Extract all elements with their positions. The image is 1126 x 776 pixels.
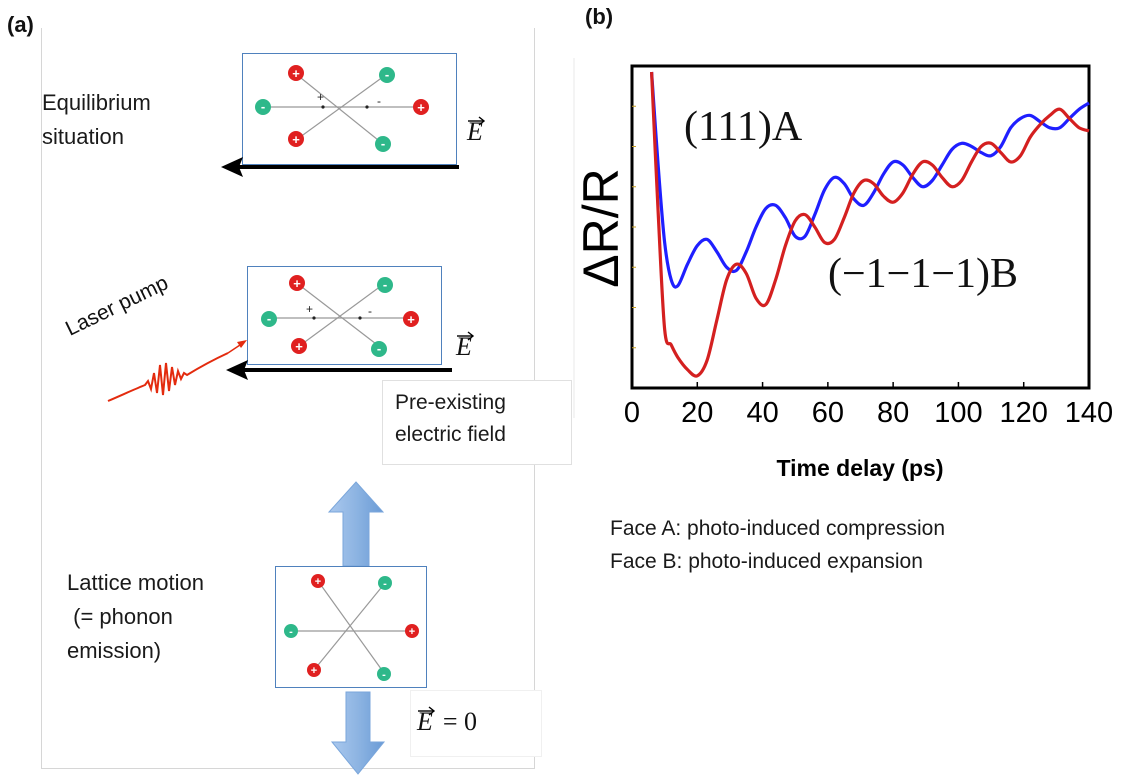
- ion-positive: +: [288, 65, 304, 81]
- efield-arrow-equilibrium: [221, 157, 459, 177]
- svg-text:+: +: [407, 312, 415, 327]
- panel-b-label: (b): [585, 4, 614, 29]
- lattice-motion-line3: emission): [67, 638, 162, 663]
- x-axis-label: Time delay (ps): [776, 455, 943, 481]
- svg-text:+: +: [292, 66, 300, 81]
- svg-text:-: -: [385, 67, 389, 82]
- series-label-b: (−1−1−1)B: [828, 251, 1019, 297]
- lattice-motion-line1: Lattice motion: [67, 570, 204, 595]
- ion-negative: -: [377, 277, 393, 293]
- pre-existing-line2: electric field: [395, 423, 506, 446]
- svg-text:-: -: [383, 277, 387, 292]
- ion-positive: +: [291, 338, 307, 354]
- small-minus-sign: -: [368, 304, 372, 318]
- pre-existing-field-callout: Pre-existing electric field: [382, 380, 572, 465]
- x-tick-label: 20: [681, 397, 713, 429]
- efield-zero-callout: E= 0: [410, 690, 542, 757]
- x-tick-label: 60: [812, 397, 844, 429]
- x-tick-label: 140: [1065, 397, 1113, 429]
- svg-text:-: -: [381, 136, 385, 151]
- svg-text:-: -: [382, 669, 386, 681]
- lattice-motion-line2: (= phonon: [67, 604, 173, 629]
- ion-positive: +: [413, 99, 429, 115]
- y-axis-label: ΔR/R: [573, 168, 629, 288]
- ion-positive: +: [289, 275, 305, 291]
- svg-text:-: -: [261, 99, 265, 114]
- series-line-face-a: [649, 71, 1090, 289]
- equilibrium-label: Equilibrium situation: [42, 86, 151, 154]
- vector-arrow-icon: [418, 706, 436, 716]
- efield-zero-value: = 0: [442, 707, 478, 736]
- ion-negative: -: [378, 576, 392, 590]
- face-a-text: Face A: photo-induced compression: [610, 517, 946, 540]
- lattice-box-pumped: + - - + + - + -: [247, 266, 442, 365]
- vector-arrow-icon: [468, 116, 486, 126]
- svg-text:+: +: [311, 665, 317, 677]
- ion-negative: -: [284, 624, 298, 638]
- ion-negative: -: [371, 341, 387, 357]
- svg-text:+: +: [315, 576, 321, 588]
- lattice-diagram-motion: + - - + + -: [284, 574, 419, 681]
- x-tick-label: 40: [746, 397, 778, 429]
- equilibrium-label-line2: situation: [42, 124, 124, 149]
- lattice-diagram-pumped: + - - + + - + -: [261, 275, 419, 357]
- efield-label-zero: E= 0: [417, 706, 478, 737]
- laser-pulse-icon: [107, 340, 247, 402]
- svg-text:-: -: [267, 311, 271, 326]
- svg-text:+: +: [417, 100, 425, 115]
- ion-positive: +: [311, 574, 325, 588]
- svg-text:+: +: [293, 276, 301, 291]
- delta-r-chart: 0 20 40 60 80 100 120 140 ΔR/R Time delay (ps): [573, 58, 1113, 481]
- svg-text:-: -: [289, 626, 293, 638]
- small-plus-sign: +: [306, 302, 313, 316]
- vector-arrow-icon: [457, 331, 475, 341]
- x-tick-label: 100: [934, 397, 982, 429]
- lattice-box-motion: + - - + + -: [275, 566, 427, 688]
- small-minus-sign: -: [377, 94, 381, 108]
- face-descriptions: Face A: photo-induced compression Face B…: [610, 512, 945, 578]
- svg-text:+: +: [295, 339, 303, 354]
- small-plus-sign: +: [317, 90, 324, 104]
- lattice-box-equilibrium: + - - + + - + -: [242, 53, 457, 165]
- efield-label-pumped: E: [456, 331, 475, 362]
- lattice-motion-label: Lattice motion (= phonon emission): [67, 566, 204, 668]
- efield-label-equilibrium: E: [467, 116, 486, 147]
- ion-negative: -: [255, 99, 271, 115]
- ion-negative: -: [377, 667, 391, 681]
- equilibrium-label-line1: Equilibrium: [42, 90, 151, 115]
- x-tick-label: 80: [877, 397, 909, 429]
- ion-positive: +: [288, 131, 304, 147]
- face-b-text: Face B: photo-induced expansion: [610, 550, 923, 573]
- down-arrow-icon: [330, 691, 386, 775]
- series-line-face-b: [649, 71, 1090, 378]
- ion-positive: +: [307, 663, 321, 677]
- ion-negative: -: [375, 136, 391, 152]
- svg-text:-: -: [383, 578, 387, 590]
- lattice-diagram-equilibrium: + - - + + - + -: [255, 65, 429, 152]
- x-tick-label: 0: [624, 397, 640, 429]
- efield-arrow-pumped: [226, 360, 452, 380]
- svg-text:+: +: [409, 626, 415, 638]
- ion-positive: +: [403, 311, 419, 327]
- ion-positive: +: [405, 624, 419, 638]
- panel-a-label: (a): [7, 12, 34, 37]
- series-label-a: (111)A: [684, 104, 803, 150]
- ion-negative: -: [261, 311, 277, 327]
- ion-negative: -: [379, 67, 395, 83]
- x-tick-label: 120: [1000, 397, 1048, 429]
- svg-text:-: -: [377, 341, 381, 356]
- svg-text:+: +: [292, 132, 300, 147]
- chart-region: 0 20 40 60 80 100 120 140 ΔR/R Time delay (ps): [572, 58, 1124, 498]
- pre-existing-line1: Pre-existing: [395, 391, 506, 414]
- up-arrow-icon: [327, 481, 385, 567]
